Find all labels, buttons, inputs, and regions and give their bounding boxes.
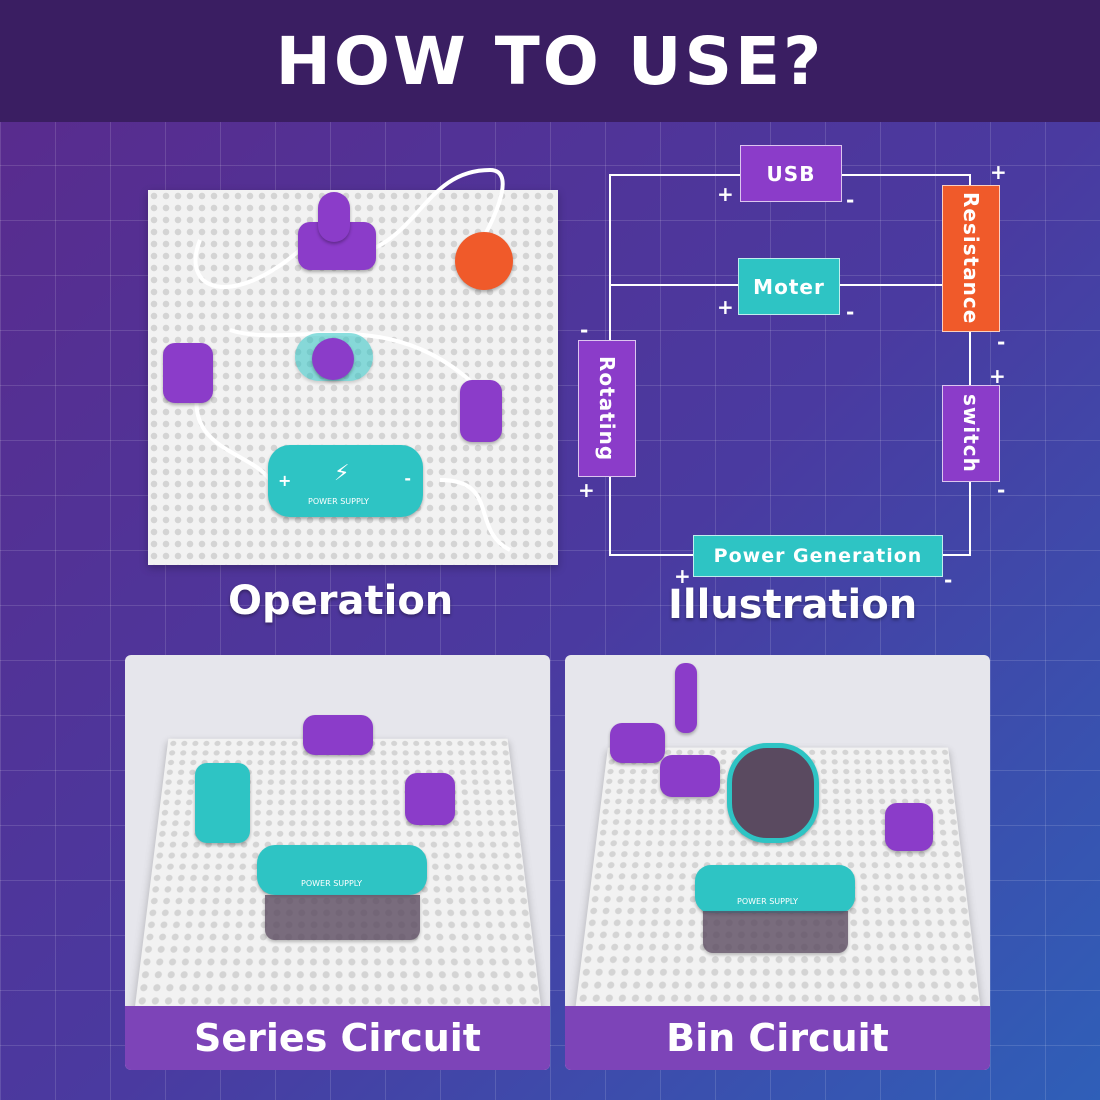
resistance-box: Resistance xyxy=(942,185,1000,332)
moter-box: Moter xyxy=(738,258,840,315)
bin-power-text: POWER SUPPLY xyxy=(737,897,799,906)
moter-minus: - xyxy=(846,300,855,324)
bin-power-supply: POWER SUPPLY xyxy=(695,865,855,913)
illustration-caption: Illustration xyxy=(668,582,918,628)
bin-switch-module xyxy=(885,803,933,851)
switch-module xyxy=(460,380,502,442)
usb-minus: - xyxy=(846,188,855,212)
bin-joystick-module xyxy=(660,755,720,797)
fan-hub xyxy=(312,338,354,380)
power-supply-module: + ⚡ - POWER SUPPLY xyxy=(268,445,423,517)
bolt-icon: ⚡ xyxy=(334,461,350,486)
minus-sign: - xyxy=(404,469,411,488)
series-top-module xyxy=(303,715,373,755)
usb-box: USB xyxy=(740,145,842,202)
switch-box: switch xyxy=(942,385,1000,482)
bin-left-module xyxy=(610,723,665,763)
bin-lamp-arm xyxy=(675,663,697,733)
series-battery-case xyxy=(265,895,420,940)
bin-battery-case xyxy=(703,911,848,953)
series-power-text: POWER SUPPLY xyxy=(301,879,363,888)
moter-plus: + xyxy=(717,295,734,319)
resistance-label: Resistance xyxy=(959,192,983,325)
series-circuit-panel: POWER SUPPLY Series Circuit xyxy=(125,655,550,1070)
rotating-plus: + xyxy=(578,478,595,502)
series-switch-module xyxy=(405,773,455,825)
series-label: Series Circuit xyxy=(125,1006,550,1070)
switch-minus: - xyxy=(997,478,1006,502)
rotating-label: Rotating xyxy=(595,355,619,462)
motor-module xyxy=(163,343,213,403)
page-title: HOW TO USE? xyxy=(275,22,825,100)
operation-caption: Operation xyxy=(228,578,454,624)
rotating-box: Rotating xyxy=(578,340,636,477)
usb-plus: + xyxy=(717,182,734,206)
power-minus: - xyxy=(944,568,953,592)
title-banner: HOW TO USE? xyxy=(0,0,1100,122)
series-power-supply: POWER SUPPLY xyxy=(257,845,427,895)
resistance-minus: - xyxy=(997,330,1006,354)
switch-plus: + xyxy=(989,364,1006,388)
power-supply-text: POWER SUPPLY xyxy=(308,497,370,506)
rotating-minus: - xyxy=(580,318,589,342)
plus-sign: + xyxy=(278,471,292,490)
circuit-lines xyxy=(609,174,971,556)
switch-label: switch xyxy=(959,394,983,473)
bin-label: Bin Circuit xyxy=(565,1006,990,1070)
power-plus: + xyxy=(674,564,691,588)
bin-motor-module xyxy=(727,743,819,843)
bin-circuit-panel: POWER SUPPLY Bin Circuit xyxy=(565,655,990,1070)
joystick-lever xyxy=(318,192,350,242)
buzzer-module xyxy=(455,232,513,290)
resistance-plus: + xyxy=(990,160,1007,184)
series-fan-module xyxy=(195,763,250,843)
circuit-diagram: USB Moter Resistance Rotating switch Pow… xyxy=(570,140,1030,600)
power-generation-box: Power Generation xyxy=(693,535,943,577)
